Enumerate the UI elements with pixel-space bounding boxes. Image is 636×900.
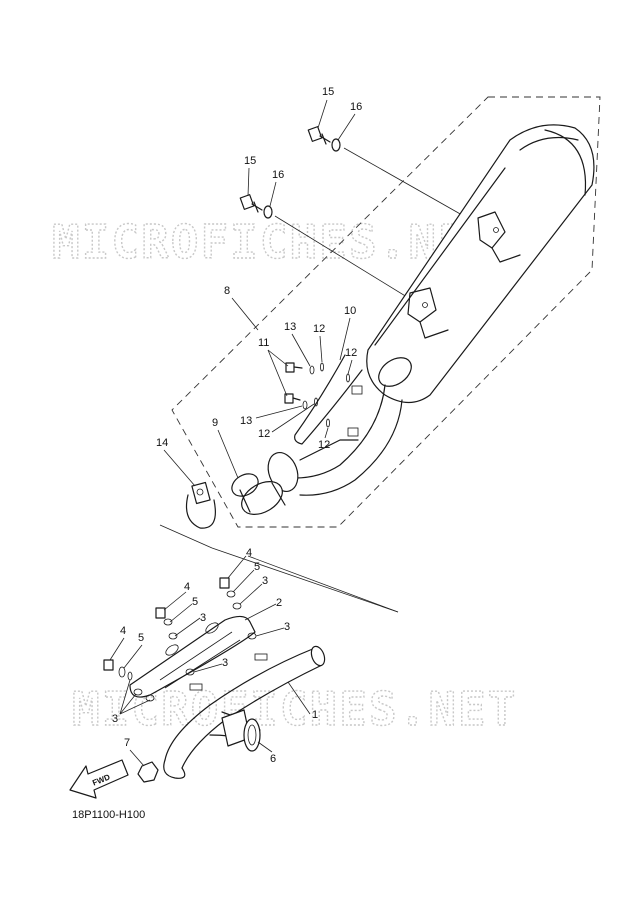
clip-a	[320, 362, 324, 372]
callout-13-upper: 13	[284, 321, 296, 333]
callout-15-lower: 15	[244, 155, 256, 167]
callout-4-right: 4	[246, 547, 252, 559]
gasket-ring	[243, 718, 261, 752]
muffler-assembly-outline	[171, 96, 601, 528]
callout-9: 9	[212, 417, 218, 429]
callout-3-lower: 3	[222, 657, 228, 669]
washer-upper	[331, 138, 341, 152]
callout-5-left: 5	[138, 632, 144, 644]
clamp	[185, 481, 216, 529]
callout-12-right: 12	[345, 347, 357, 359]
stud-nut-group-right	[219, 577, 257, 640]
bolt-small-upper	[285, 362, 303, 373]
clip-d	[326, 418, 330, 428]
callout-10: 10	[344, 305, 356, 317]
callout-16-upper: 16	[350, 101, 362, 113]
watermark-top: MICROFICHES.NET	[52, 215, 497, 269]
clip-b	[346, 373, 350, 383]
callout-4-left: 4	[120, 625, 126, 637]
callout-16-lower: 16	[272, 169, 284, 181]
clamp-alignment-line	[159, 524, 213, 549]
bolt-lower	[239, 194, 263, 213]
muffler-inlet-pipe	[267, 354, 403, 496]
washer-small-upper	[309, 365, 315, 375]
nut	[137, 761, 159, 783]
callout-1: 1	[312, 709, 318, 721]
gasket-sleeve	[231, 473, 286, 515]
stud-nut-group-mid	[155, 607, 178, 640]
callout-5-right: 5	[254, 561, 260, 573]
callout-5-mid: 5	[192, 596, 198, 608]
callouts: 15 16 15 16 8 10 13 12 11 12 13 12 12 9 …	[109, 86, 362, 767]
callout-4-mid: 4	[184, 581, 190, 593]
callout-8: 8	[224, 285, 230, 297]
callout-7: 7	[124, 737, 130, 749]
callout-3-left: 3	[112, 713, 118, 725]
flange-alignment-line	[247, 555, 399, 613]
callout-12-upper: 12	[313, 323, 325, 335]
diagram-code: 18P1100-H100	[72, 809, 145, 821]
bolt-upper	[307, 126, 331, 145]
bolt-alignment-line-lower	[274, 215, 421, 306]
forward-direction-arrow: FWD	[69, 759, 129, 799]
callout-11: 11	[258, 337, 269, 349]
callout-2: 2	[276, 597, 282, 609]
bolt-small-lower	[284, 393, 301, 404]
muffler	[366, 124, 595, 404]
washer-small-lower	[302, 400, 308, 410]
callout-6: 6	[270, 753, 276, 765]
header-alignment-line	[211, 547, 399, 613]
callout-3-far-right: 3	[284, 621, 290, 633]
clip-c	[314, 397, 318, 407]
callout-12-lower: 12	[258, 428, 270, 440]
callout-13-lower: 13	[240, 415, 252, 427]
small-gaskets-lower	[133, 668, 195, 702]
callout-15-upper: 15	[322, 86, 334, 98]
callout-3-right: 3	[262, 575, 268, 587]
callout-12-bottom: 12	[318, 439, 330, 451]
callout-3-mid: 3	[200, 612, 206, 624]
washer-lower	[263, 205, 273, 219]
exhaust-flange	[129, 615, 256, 698]
callout-14: 14	[156, 437, 168, 449]
